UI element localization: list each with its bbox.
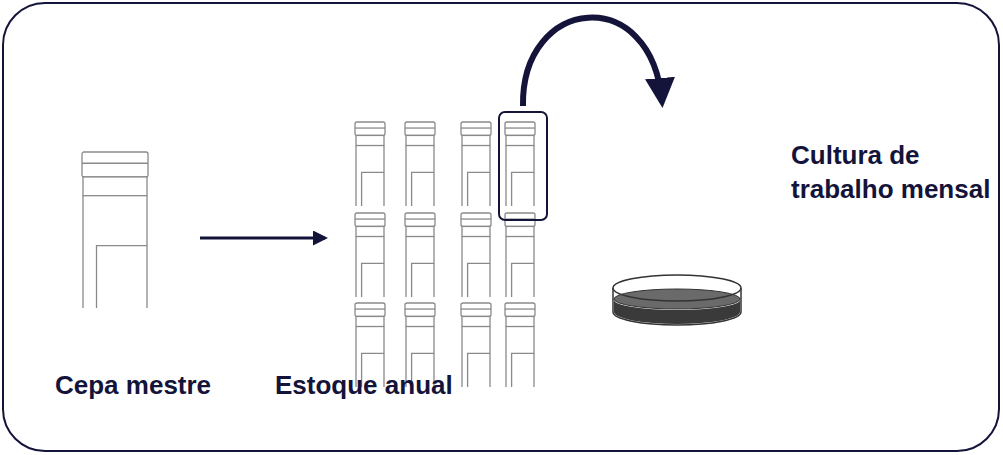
node-label: Estoque anual	[275, 368, 572, 402]
illustration	[610, 268, 744, 332]
node-label: Cepa mestre	[55, 368, 270, 402]
illustrated-node: Cepa mestre	[50, 140, 270, 405]
flow-arrow	[523, 18, 662, 106]
node-label: Cultura de trabalho mensal	[791, 138, 991, 206]
illustrated-node: Cultura de trabalho mensal	[605, 130, 997, 340]
illustration	[80, 150, 150, 310]
illustration	[355, 110, 570, 392]
flow-arrow	[200, 237, 325, 240]
illustrated-node: Estoque anual	[272, 105, 572, 405]
